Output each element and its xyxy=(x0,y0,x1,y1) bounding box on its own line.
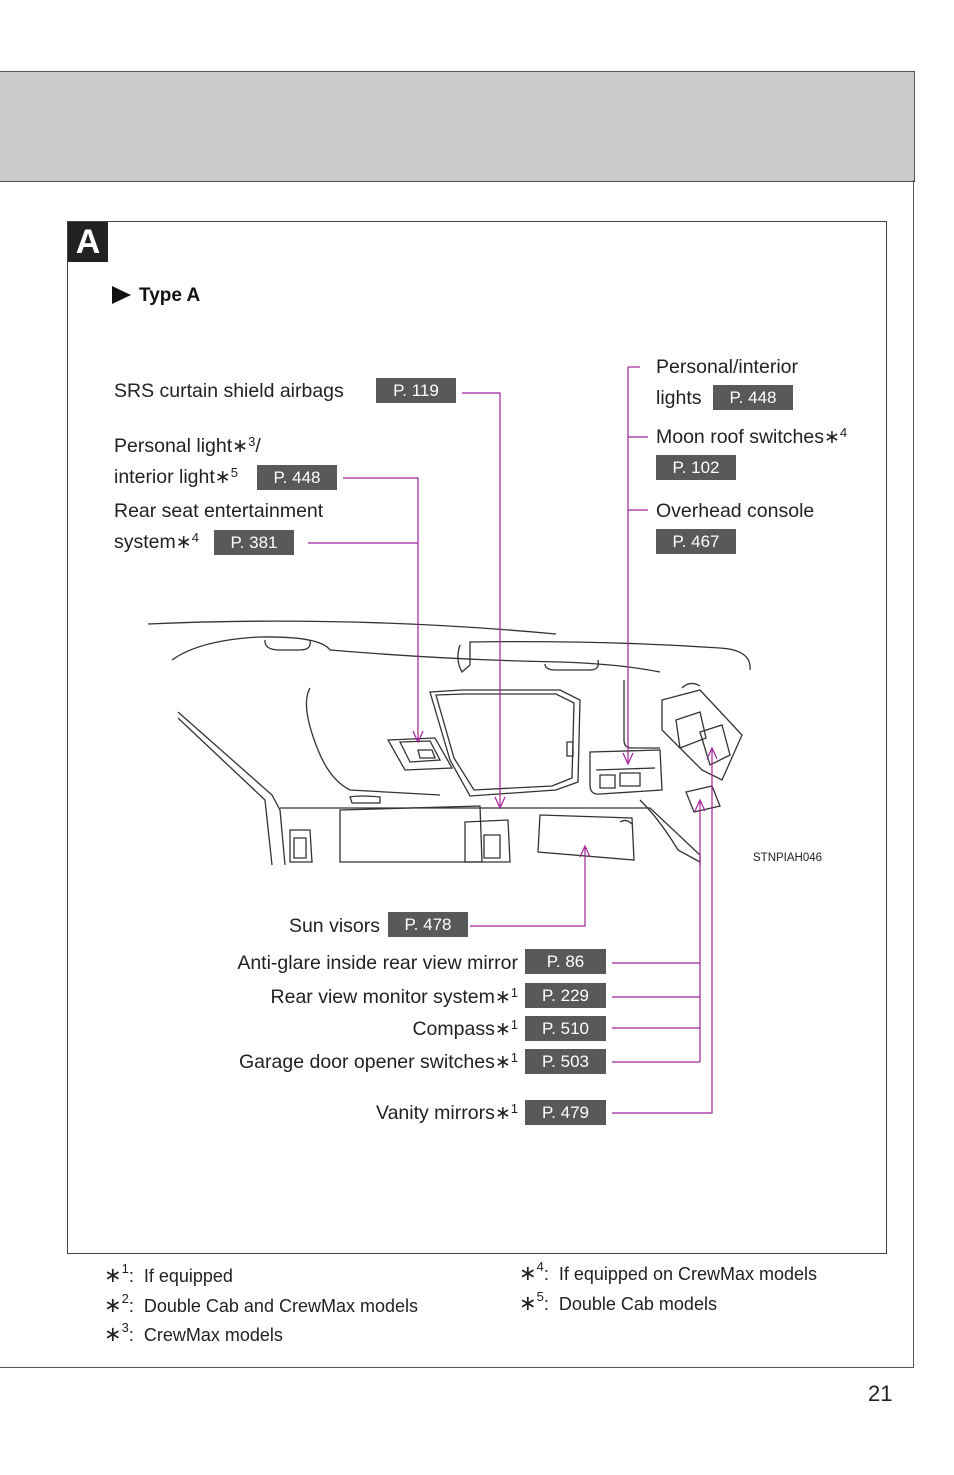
leader-lines xyxy=(308,366,713,1114)
footnote-1: ∗1: If equipped xyxy=(104,1261,233,1287)
page-number: 21 xyxy=(868,1381,893,1406)
page-ref-garage-door[interactable]: P. 503 xyxy=(525,1049,606,1074)
label-anti-glare-mirror: Anti-glare inside rear view mirror xyxy=(237,952,518,974)
page-ref-personal-interior[interactable]: P. 448 xyxy=(713,385,793,410)
label-vanity-mirrors: Vanity mirrors∗1 xyxy=(376,1101,518,1124)
leader-arrowheads xyxy=(412,730,718,858)
label-personal-interior-lights: Personal/interior xyxy=(656,356,798,378)
label-srs-airbags: SRS curtain shield airbags xyxy=(114,380,344,402)
page-ref-vanity[interactable]: P. 479 xyxy=(525,1100,606,1125)
page-ref-sun-visors[interactable]: P. 478 xyxy=(388,912,468,937)
label-rear-view-monitor: Rear view monitor system∗1 xyxy=(270,985,518,1008)
page-ref-rear-view-monitor[interactable]: P. 229 xyxy=(525,983,606,1008)
label-personal-light: Personal light∗3/ xyxy=(114,434,261,457)
label-interior-light: interior light∗5 xyxy=(114,465,238,488)
label-compass: Compass∗1 xyxy=(412,1017,518,1040)
type-label: Type A xyxy=(112,285,200,307)
triangle-bullet-icon xyxy=(112,286,131,304)
page-frame-bottom xyxy=(0,1367,914,1368)
page-ref-overhead-console[interactable]: P. 467 xyxy=(656,529,736,554)
label-garage-door-opener: Garage door opener switches∗1 xyxy=(239,1050,518,1073)
ceiling-drawing xyxy=(147,620,751,866)
footnote-4: ∗4: If equipped on CrewMax models xyxy=(519,1259,817,1285)
label-moon-roof-switches: Moon roof switches∗4 xyxy=(656,425,848,448)
page-ref-compass[interactable]: P. 510 xyxy=(525,1016,606,1041)
chapter-header-band xyxy=(0,71,915,182)
page-ref-anti-glare[interactable]: P. 86 xyxy=(525,949,606,974)
page-frame-right xyxy=(913,180,914,1368)
label-rear-seat-entertainment: Rear seat entertainment xyxy=(114,500,324,522)
page-ref-rear-seat[interactable]: P. 381 xyxy=(214,530,294,555)
label-overhead-console: Overhead console xyxy=(656,500,815,522)
label-rear-seat-system: system∗4 xyxy=(114,530,199,553)
illustration-box xyxy=(67,221,887,1254)
page-ref-personal-light[interactable]: P. 448 xyxy=(257,465,337,490)
label-lights: lights xyxy=(656,387,702,409)
page-ref-srs[interactable]: P. 119 xyxy=(376,378,456,403)
footnote-5: ∗5: Double Cab models xyxy=(519,1289,717,1315)
image-code: STNPIAH046 xyxy=(753,852,823,864)
page-ref-moon-roof[interactable]: P. 102 xyxy=(656,455,736,480)
label-sun-visors: Sun visors xyxy=(288,915,380,937)
footnote-2: ∗2: Double Cab and CrewMax models xyxy=(104,1291,418,1317)
footnote-3: ∗3: CrewMax models xyxy=(104,1320,283,1346)
section-badge: A xyxy=(68,222,108,262)
